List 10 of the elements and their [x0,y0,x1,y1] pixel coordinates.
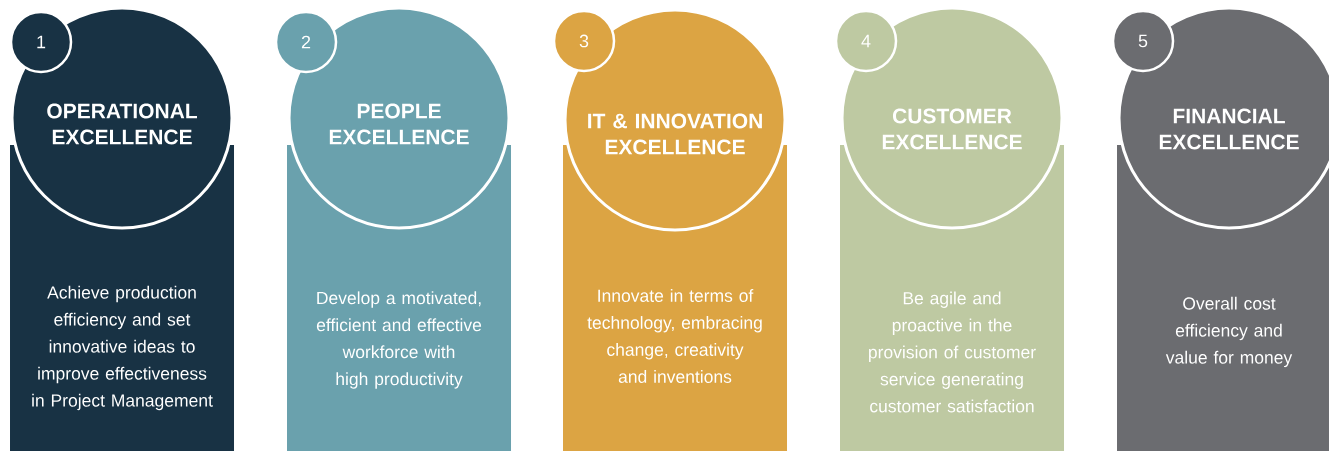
number-badge: 4 [834,9,898,73]
column-heading: PEOPLE EXCELLENCE [329,103,469,145]
number-badge: 5 [1111,9,1175,73]
number-badge: 1 [9,10,73,74]
number-badge: 3 [552,9,616,73]
column-heading: FINANCIAL EXCELLENCE [1159,108,1299,150]
column-heading: OPERATIONAL EXCELLENCE [47,103,197,145]
number-badge: 2 [274,10,338,74]
column-heading: CUSTOMER EXCELLENCE [882,108,1022,150]
column-heading: IT & INNOVATION EXCELLENCE [588,113,762,155]
